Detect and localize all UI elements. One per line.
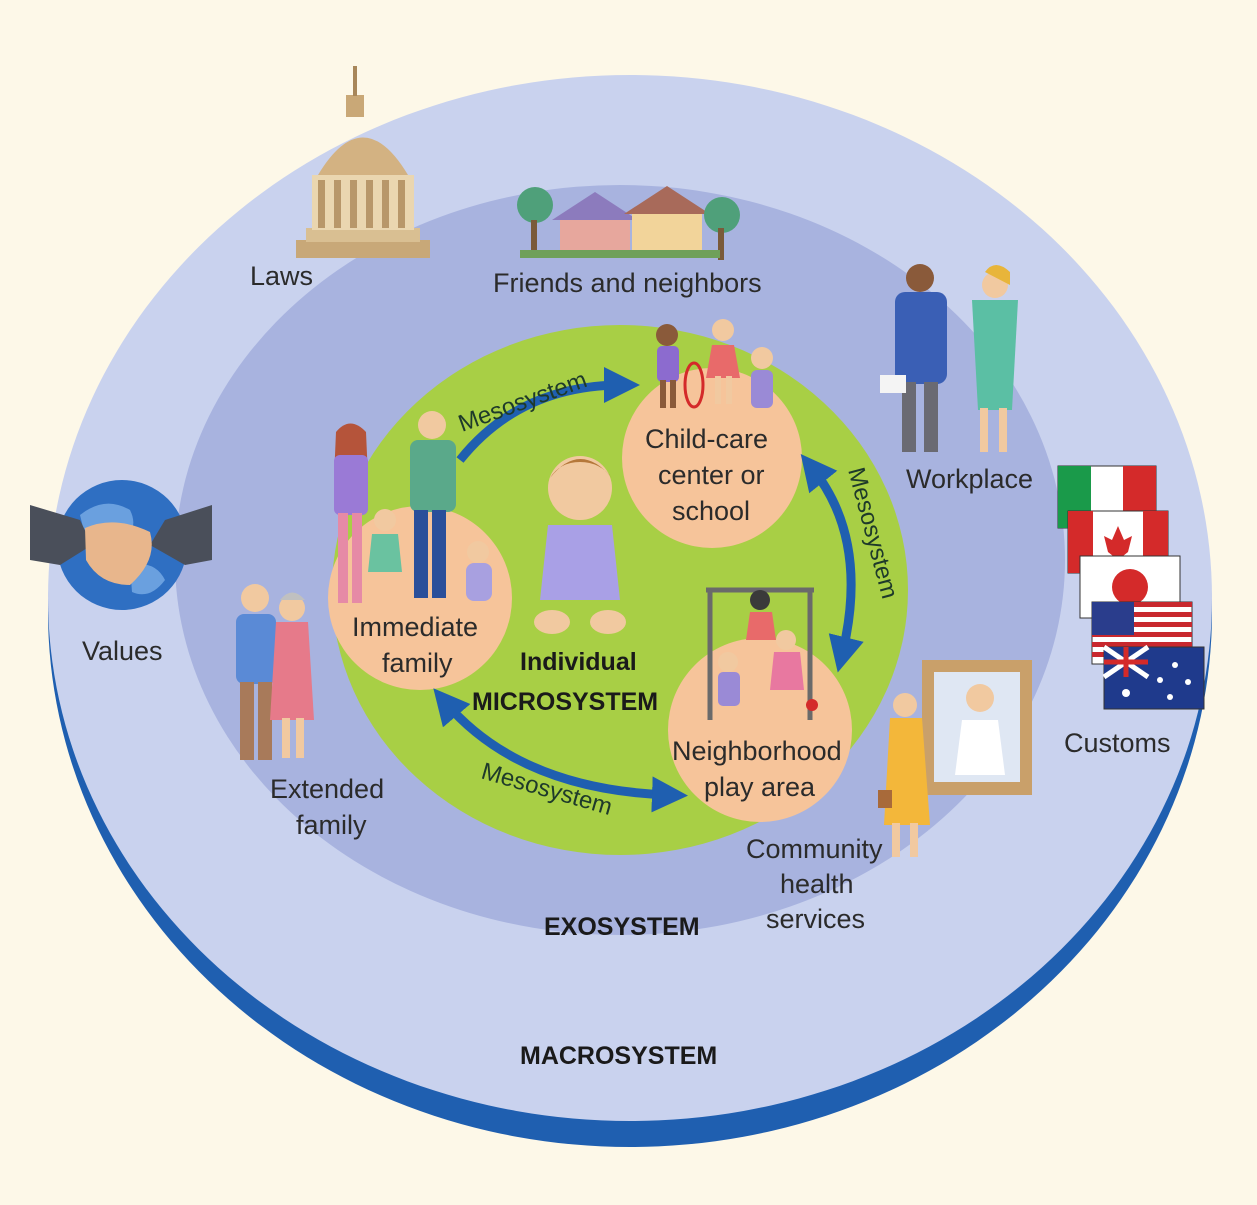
neighborhood-label-line1: Neighborhood: [672, 736, 842, 766]
australia-flag-icon: [1102, 644, 1205, 710]
individual-label: Individual: [520, 648, 637, 676]
immediate-family-icon: [334, 411, 492, 603]
workplace-label: Workplace: [906, 464, 1033, 494]
capitol-building-icon: [296, 66, 430, 258]
grandparents-icon: [236, 584, 314, 760]
houses-icon: [517, 186, 740, 260]
laws-label: Laws: [250, 261, 313, 291]
childcare-label-line2: center or: [658, 460, 765, 490]
childcare-disc: [622, 368, 802, 548]
microsystem-label: MICROSYSTEM: [472, 688, 658, 716]
customs-label: Customs: [1064, 728, 1171, 758]
baby-icon: [534, 456, 626, 634]
mesosystem-arrow-bottom: [433, 688, 688, 813]
playground-icon: [706, 587, 818, 720]
mesosystem-arrow-top: [456, 367, 640, 463]
childcare-label-line1: Child-care: [645, 424, 768, 454]
extended-family-label-line1: Extended: [270, 774, 384, 804]
children-icon: [656, 319, 773, 409]
community-health-label-line3: services: [766, 904, 865, 934]
community-health-icon: [878, 660, 1032, 857]
immediate-family-label-line1: Immediate: [352, 612, 478, 642]
macrosystem-label: MACROSYSTEM: [520, 1042, 717, 1070]
flags-icon: [1057, 465, 1205, 710]
neighborhood-label-line2: play area: [704, 772, 816, 802]
neighborhood-disc: [668, 638, 852, 822]
values-label: Values: [82, 636, 163, 666]
workplace-people-icon: [880, 264, 1018, 452]
globe-handshake-icon: [30, 480, 212, 610]
extended-family-label-line2: family: [296, 810, 367, 840]
community-health-label-line2: health: [780, 869, 854, 899]
immediate-family-label-line2: family: [382, 648, 453, 678]
mesosystem-arrow-right: [800, 453, 864, 673]
exosystem-label: EXOSYSTEM: [544, 913, 700, 941]
childcare-label-line3: school: [672, 496, 750, 526]
friends-neighbors-label: Friends and neighbors: [493, 268, 762, 298]
community-health-label-line1: Community: [746, 834, 883, 864]
